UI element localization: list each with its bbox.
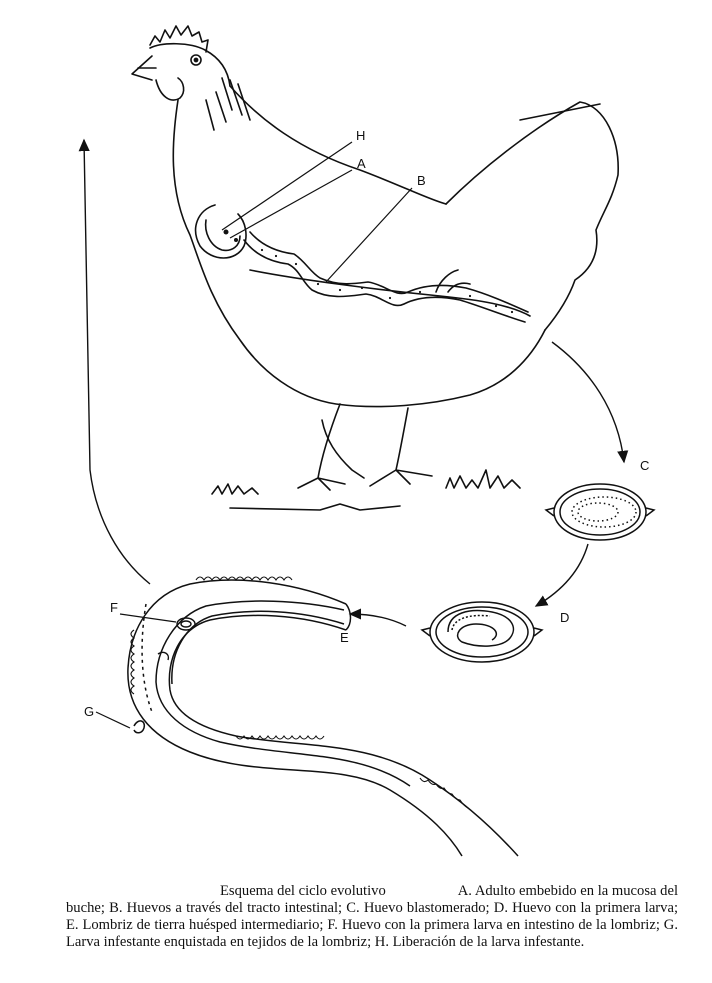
- earthworm-gut: [156, 601, 410, 786]
- coiled-larva: [448, 611, 513, 646]
- life-cycle-diagram: H A B C D E F G: [0, 0, 712, 860]
- label-c: C: [640, 458, 649, 473]
- tract-eggs: [224, 230, 514, 314]
- pointer-a: [230, 170, 352, 238]
- earthworm-segments: [131, 577, 468, 808]
- hen-leg-right: [370, 408, 432, 486]
- arrow-to-earthworm: [350, 614, 406, 626]
- hen-wattle: [156, 78, 184, 100]
- label-b: B: [417, 173, 426, 188]
- encysted-larva-g: [134, 721, 144, 733]
- pointer-g: [96, 712, 130, 728]
- hen-body-outline: [173, 100, 545, 407]
- earthworm-inner-edge: [169, 615, 518, 856]
- cycle-arrows: [84, 140, 624, 626]
- hen-head: [150, 44, 230, 86]
- hen-illustration: [132, 26, 618, 510]
- label-g: G: [84, 704, 94, 719]
- label-a: A: [357, 156, 366, 171]
- grass: [212, 470, 520, 510]
- egg-d-with-larva: [422, 602, 542, 662]
- pointer-h: [222, 142, 352, 230]
- pointer-f: [120, 614, 176, 622]
- label-e: E: [340, 630, 349, 645]
- caption-title: Esquema del ciclo evolutivo: [220, 883, 386, 900]
- label-h: H: [356, 128, 365, 143]
- arrow-to-egg-c: [552, 342, 624, 462]
- pointer-b: [326, 188, 412, 282]
- hen-leg-left: [298, 404, 345, 490]
- hen-tail: [446, 102, 618, 330]
- pointer-lines: [222, 142, 412, 282]
- arrow-to-egg-d: [536, 544, 588, 606]
- egg-c-blastomerado: [546, 484, 654, 540]
- label-f: F: [110, 600, 118, 615]
- arrow-back-to-hen: [84, 140, 150, 584]
- label-d: D: [560, 610, 569, 625]
